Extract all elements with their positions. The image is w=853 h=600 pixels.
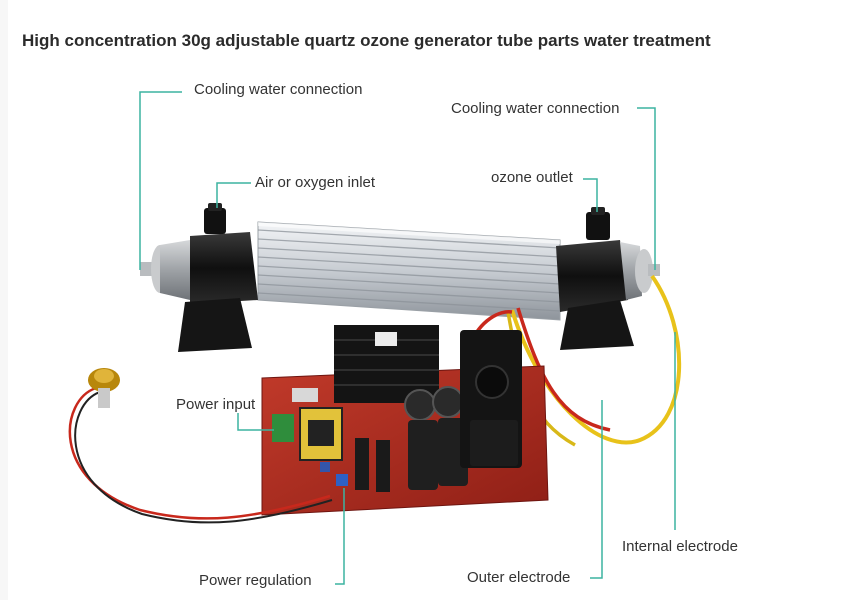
callout-power-input: Power input — [174, 396, 258, 413]
ozone-tube — [257, 221, 561, 321]
callout-cooling-water-left: Cooling water connection — [192, 81, 365, 98]
callout-cooling-water-right: Cooling water connection — [449, 100, 622, 117]
potentiometer — [68, 368, 333, 524]
power-board — [261, 325, 549, 516]
page-title: High concentration 30g adjustable quartz… — [22, 31, 711, 50]
callout-air-oxygen-inlet: Air or oxygen inlet — [253, 174, 378, 191]
callout-power-regulation: Power regulation — [197, 572, 314, 589]
page-left-border — [0, 0, 8, 600]
callout-outer-electrode: Outer electrode — [465, 569, 573, 586]
callout-internal-electrode: Internal electrode — [620, 538, 740, 555]
callout-ozone-outlet: ozone outlet — [489, 169, 575, 186]
right-end-cap — [556, 207, 660, 350]
callout-leader-lines — [139, 91, 676, 585]
left-end-cap — [140, 203, 258, 352]
